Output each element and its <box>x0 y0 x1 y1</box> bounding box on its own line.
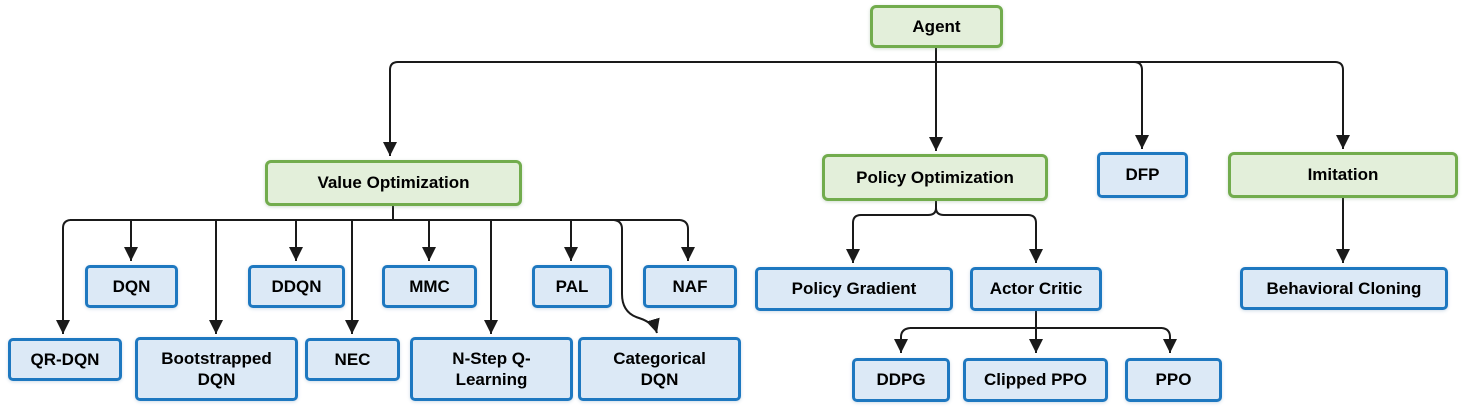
node-policy-gradient-label: Policy Gradient <box>791 279 917 299</box>
node-n-step-q-learning: N-Step Q-Learning <box>410 337 573 401</box>
node-pal: PAL <box>532 265 612 308</box>
node-dqn-label: DQN <box>112 276 151 296</box>
edge-po-policy-gradient <box>846 207 937 263</box>
edge-ac-ppo <box>1161 327 1177 353</box>
node-ppo: PPO <box>1125 358 1222 402</box>
node-categorical-dqn-label: Categorical DQN <box>613 348 706 389</box>
node-policy-optimization: Policy Optimization <box>822 154 1048 201</box>
node-bootstrapped-dqn: Bootstrapped DQN <box>135 337 298 401</box>
node-pal-label: PAL <box>555 276 589 296</box>
node-mmc: MMC <box>382 265 477 308</box>
node-nec-label: NEC <box>334 349 371 369</box>
node-actor-critic-label: Actor Critic <box>989 279 1083 299</box>
node-imitation: Imitation <box>1228 152 1458 198</box>
node-ddqn: DDQN <box>248 265 345 308</box>
node-naf-label: NAF <box>672 276 708 296</box>
node-qr-dqn-label: QR-DQN <box>30 349 100 369</box>
node-policy-optimization-label: Policy Optimization <box>856 167 1014 187</box>
edge-agent-value-optimization <box>383 61 936 156</box>
node-n-step-q-learning-label: N-Step Q-Learning <box>452 348 531 389</box>
node-actor-critic: Actor Critic <box>970 267 1102 311</box>
node-ddpg-label: DDPG <box>876 370 926 390</box>
node-ddqn-label: DDQN <box>271 276 322 296</box>
node-behavioral-cloning: Behavioral Cloning <box>1240 267 1448 310</box>
node-imitation-label: Imitation <box>1307 165 1379 185</box>
node-behavioral-cloning-label: Behavioral Cloning <box>1266 278 1422 298</box>
edge-ac-ddpg <box>894 327 911 353</box>
node-value-optimization: Value Optimization <box>265 160 522 206</box>
node-qr-dqn: QR-DQN <box>8 338 122 381</box>
node-naf: NAF <box>643 265 737 308</box>
node-dqn: DQN <box>85 265 178 308</box>
edge-vo-naf <box>679 219 695 261</box>
node-categorical-dqn: Categorical DQN <box>578 337 741 401</box>
node-bootstrapped-dqn-label: Bootstrapped DQN <box>161 348 272 389</box>
edge-vo-qr-dqn <box>56 219 71 334</box>
node-mmc-label: MMC <box>409 276 450 296</box>
node-policy-gradient: Policy Gradient <box>755 267 953 311</box>
edge-vo-categorical-dqn <box>613 219 660 334</box>
node-dfp-label: DFP <box>1125 165 1160 185</box>
node-dfp: DFP <box>1097 152 1188 198</box>
node-agent-label: Agent <box>912 16 961 36</box>
node-ddpg: DDPG <box>852 358 950 402</box>
node-nec: NEC <box>305 338 400 381</box>
node-value-optimization-label: Value Optimization <box>317 173 470 193</box>
node-agent: Agent <box>870 5 1003 48</box>
edge-po-actor-critic <box>935 207 1043 263</box>
edge-agent-imitation <box>1134 61 1350 149</box>
node-clipped-ppo: Clipped PPO <box>963 358 1108 402</box>
edge-agent-dfp <box>936 61 1149 149</box>
node-ppo-label: PPO <box>1155 370 1192 390</box>
node-clipped-ppo-label: Clipped PPO <box>984 370 1087 390</box>
